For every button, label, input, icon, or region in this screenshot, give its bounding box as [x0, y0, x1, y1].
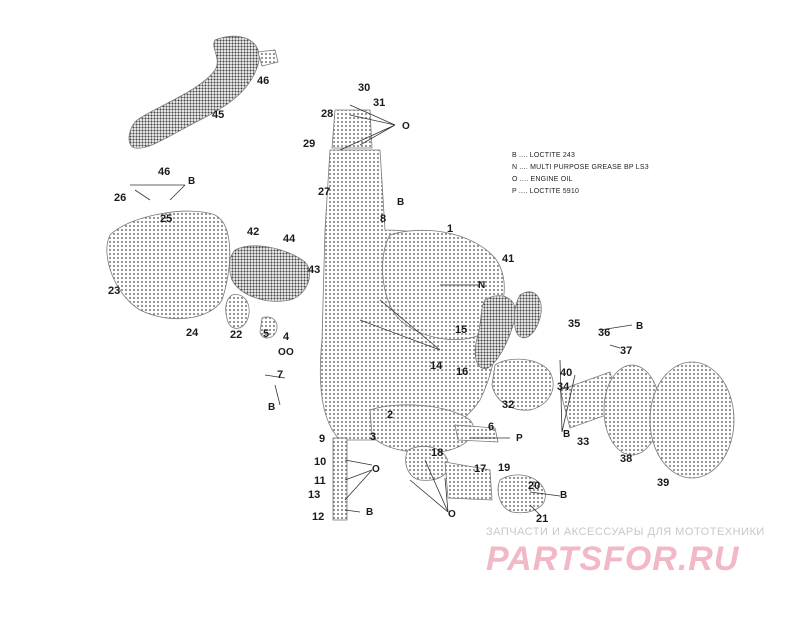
callout-21: 21 — [536, 513, 548, 525]
callout-43: 43 — [308, 264, 320, 276]
callout-40: 40 — [560, 367, 572, 379]
part-42-44-unit — [228, 245, 310, 302]
lubricant-legend: B .... LOCTITE 243 N .... MULTI PURPOSE … — [512, 150, 649, 198]
legend-item: N .... MULTI PURPOSE GREASE BP LS3 — [512, 164, 649, 171]
marker-o-extra: O — [286, 347, 294, 358]
watermark-logo-text: PARTSFOR.RU — [486, 540, 740, 578]
callout-19: 19 — [498, 462, 510, 474]
marker-b-7: B — [268, 402, 275, 413]
callout-22: 22 — [230, 329, 242, 341]
callout-10: 10 — [314, 456, 326, 468]
marker-b-36: B — [636, 321, 643, 332]
callout-8: 8 — [380, 213, 386, 225]
callout-44: 44 — [283, 233, 296, 245]
callout-17: 17 — [474, 463, 486, 475]
marker-o-10: O — [372, 464, 380, 475]
marker-b-34: B — [563, 429, 570, 440]
callout-numbers: 46 45 46 26 25 23 24 22 42 44 43 5 4 7 9… — [108, 75, 669, 525]
callout-36: 36 — [598, 327, 610, 339]
legend-item: B .... LOCTITE 243 — [512, 152, 576, 159]
part-22-bracket — [225, 294, 250, 329]
watermark-logo: PARTSFOR.RU — [486, 540, 740, 578]
legend-item: O .... ENGINE OIL — [512, 176, 573, 183]
callout-16: 16 — [456, 366, 468, 378]
part-20-cover — [497, 474, 546, 514]
part-32-gear — [491, 358, 554, 411]
marker-b-8: B — [397, 197, 404, 208]
callout-42: 42 — [247, 226, 259, 238]
watermark-tagline: ЗАПЧАСТИ И АКСЕССУАРЫ ДЛЯ МОТОТЕХНИКИ — [486, 526, 765, 538]
callout-23: 23 — [108, 285, 120, 297]
callout-4: 4 — [283, 331, 290, 343]
callout-12: 12 — [312, 511, 324, 523]
part-28-cap — [331, 109, 373, 149]
part-9-12-bolt-stack — [332, 437, 348, 521]
part-5-4-washers — [259, 316, 278, 339]
part-15-16-coils — [474, 295, 517, 369]
callout-3: 3 — [370, 431, 376, 443]
callout-2: 2 — [387, 409, 393, 421]
callout-41: 41 — [502, 253, 514, 265]
marker-p-6: P — [516, 433, 523, 444]
compound-markers: B O B N O B O O B P B B B O — [188, 121, 643, 520]
callout-13: 13 — [308, 489, 320, 501]
callout-31: 31 — [373, 97, 385, 109]
callout-39: 39 — [657, 477, 669, 489]
callout-28: 28 — [321, 108, 333, 120]
callout-45: 45 — [212, 109, 224, 121]
marker-o-17: O — [448, 509, 456, 520]
callout-15: 15 — [455, 324, 467, 336]
callout-20: 20 — [528, 480, 540, 492]
callout-34: 34 — [557, 381, 570, 393]
callout-38: 38 — [620, 453, 632, 465]
callout-37: 37 — [620, 345, 632, 357]
callout-25: 25 — [160, 213, 172, 225]
callout-32: 32 — [502, 399, 514, 411]
part-shapes — [106, 35, 735, 521]
part-39-disc — [649, 361, 735, 479]
part-45-hose — [128, 35, 260, 149]
callout-27: 27 — [318, 186, 330, 198]
callout-30: 30 — [358, 82, 370, 94]
callout-26: 26 — [114, 192, 126, 204]
callout-35: 35 — [568, 318, 580, 330]
part-41-coil — [514, 291, 542, 339]
callout-9: 9 — [319, 433, 325, 445]
callout-1: 1 — [447, 223, 453, 235]
callout-14: 14 — [430, 360, 443, 372]
callout-7: 7 — [277, 369, 283, 381]
part-23-cover — [106, 210, 231, 320]
marker-o-4: O — [278, 347, 286, 358]
part-46-fitting — [257, 49, 279, 67]
callout-24: 24 — [186, 327, 199, 339]
leader-lines — [130, 104, 633, 516]
callout-29: 29 — [303, 138, 315, 150]
callout-46-top: 46 — [257, 75, 269, 87]
marker-b-25: B — [188, 176, 195, 187]
callout-33: 33 — [577, 436, 589, 448]
callout-5: 5 — [263, 328, 269, 340]
callout-11: 11 — [314, 475, 326, 487]
marker-n-41: N — [478, 280, 485, 291]
marker-b-12: B — [366, 507, 373, 518]
callout-18: 18 — [431, 447, 443, 459]
marker-o-top: O — [402, 121, 410, 132]
marker-b-20: B — [560, 490, 567, 501]
callout-6: 6 — [488, 421, 494, 433]
legend-item: P .... LOCTITE 5910 — [512, 188, 580, 195]
part-17-body — [444, 461, 493, 501]
callout-46-left: 46 — [158, 166, 170, 178]
